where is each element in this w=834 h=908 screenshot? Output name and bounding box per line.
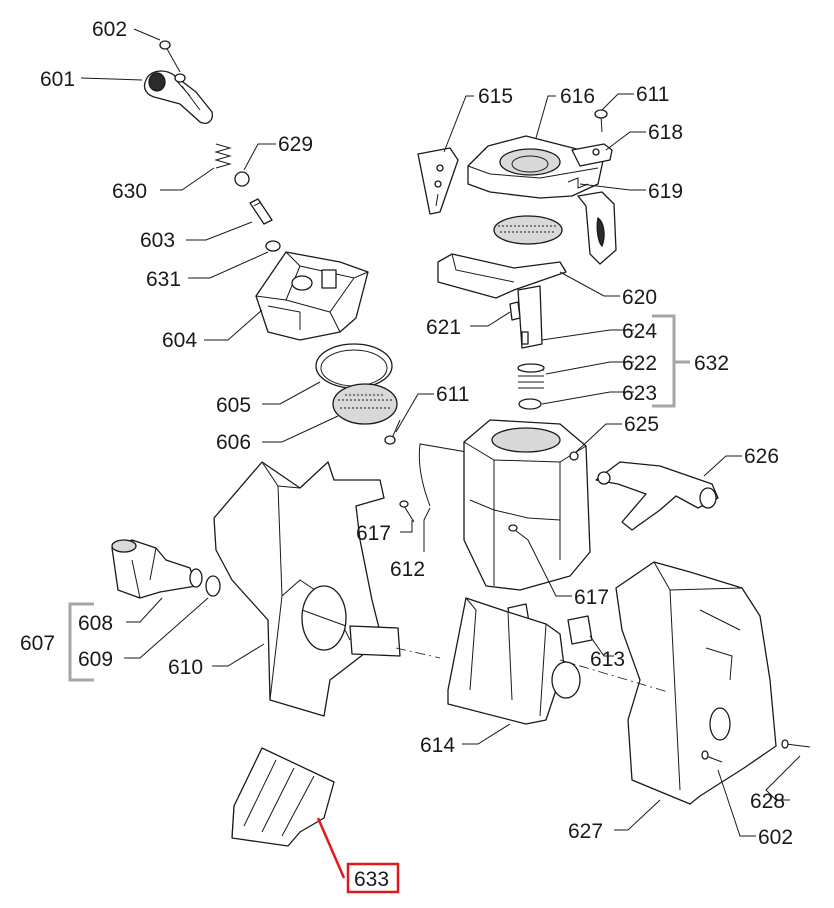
label-617-left: 617 bbox=[356, 522, 391, 545]
part-628-screw bbox=[781, 739, 811, 749]
part-621-624-piston bbox=[509, 285, 543, 349]
part-625-brew-chamber bbox=[463, 419, 591, 591]
label-618: 618 bbox=[648, 121, 683, 144]
highlight-box-633 bbox=[346, 862, 400, 894]
label-602-top: 602 bbox=[92, 18, 127, 41]
part-606-shower-screen bbox=[332, 383, 398, 425]
label-607: 607 bbox=[20, 632, 55, 655]
part-616-funnel-housing bbox=[467, 135, 605, 199]
label-601: 601 bbox=[40, 68, 75, 91]
label-608: 608 bbox=[78, 612, 113, 635]
label-630: 630 bbox=[112, 180, 147, 203]
part-622-spring bbox=[517, 363, 545, 389]
label-622: 622 bbox=[622, 352, 657, 375]
part-615-plate bbox=[417, 147, 459, 215]
part-602-screw-bottom bbox=[701, 750, 723, 763]
part-620-sieve-holder bbox=[437, 215, 567, 299]
label-605: 605 bbox=[216, 394, 251, 417]
part-611-screw-top bbox=[594, 109, 608, 133]
label-623: 623 bbox=[622, 382, 657, 405]
part-611-screw-middle bbox=[384, 419, 401, 445]
label-631: 631 bbox=[146, 268, 181, 291]
label-627: 627 bbox=[568, 820, 603, 843]
label-626: 626 bbox=[744, 445, 779, 468]
label-613: 613 bbox=[590, 648, 625, 671]
label-621: 621 bbox=[426, 316, 461, 339]
part-601-nozzle bbox=[143, 70, 214, 124]
part-623-washer bbox=[518, 398, 542, 410]
part-631-oring bbox=[265, 240, 281, 252]
label-609: 609 bbox=[78, 648, 113, 671]
label-612: 612 bbox=[390, 558, 425, 581]
label-624: 624 bbox=[622, 320, 657, 343]
label-625: 625 bbox=[624, 413, 659, 436]
label-620: 620 bbox=[622, 286, 657, 309]
label-606: 606 bbox=[216, 431, 251, 454]
label-611-mid: 611 bbox=[436, 383, 469, 406]
part-609-oring bbox=[205, 575, 221, 597]
part-618-lever bbox=[571, 143, 613, 167]
part-604-brew-head bbox=[255, 251, 369, 341]
label-610: 610 bbox=[168, 656, 203, 679]
part-617-screw-left bbox=[399, 500, 415, 523]
label-611-top: 611 bbox=[636, 83, 669, 106]
label-602-bottom: 602 bbox=[758, 826, 793, 849]
part-608-valve bbox=[111, 539, 203, 599]
label-604: 604 bbox=[162, 329, 197, 352]
part-630-spring bbox=[214, 143, 232, 169]
label-617-right: 617 bbox=[574, 586, 609, 609]
label-614: 614 bbox=[420, 734, 455, 757]
part-610-left-frame bbox=[213, 461, 401, 717]
part-626-arm bbox=[595, 461, 719, 531]
part-617-screw-right bbox=[508, 524, 529, 541]
label-632: 632 bbox=[694, 352, 729, 375]
part-633-scraper bbox=[231, 747, 335, 847]
bracket-607 bbox=[68, 602, 94, 682]
part-629-ball bbox=[234, 171, 250, 187]
part-605-gasket bbox=[315, 343, 393, 389]
part-602-screw-top bbox=[159, 40, 181, 73]
part-619-spring bbox=[567, 177, 617, 265]
leader-lines bbox=[80, 28, 801, 837]
label-616: 616 bbox=[560, 85, 595, 108]
part-627-right-frame bbox=[615, 561, 777, 805]
label-603: 603 bbox=[140, 229, 175, 252]
highlight-leader-633 bbox=[316, 817, 346, 879]
label-615: 615 bbox=[478, 85, 513, 108]
assembly-axis-line bbox=[395, 647, 669, 693]
part-603-pin bbox=[249, 198, 273, 225]
label-629: 629 bbox=[278, 133, 313, 156]
label-628: 628 bbox=[750, 790, 785, 813]
label-619: 619 bbox=[648, 180, 683, 203]
part-614-carriage bbox=[447, 597, 581, 725]
label-633: 633 bbox=[354, 868, 389, 891]
